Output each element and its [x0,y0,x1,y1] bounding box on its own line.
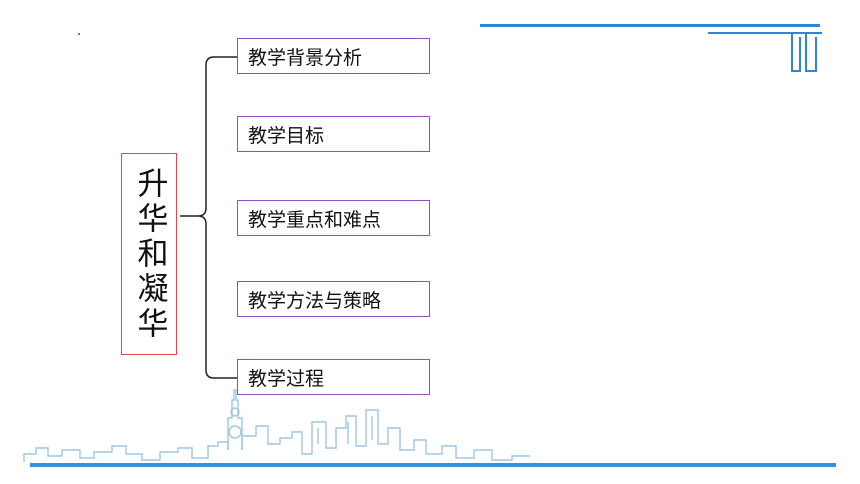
item-label: 教学方法与策略 [248,289,382,312]
central-node: 升华和凝华 [121,153,177,355]
header-accent-line [480,24,820,27]
decorative-dot [78,33,80,35]
item-methods-strategies: 教学方法与策略 [237,281,430,317]
brace-connector [180,56,238,379]
central-node-label: 升华和凝华 [131,166,168,342]
item-key-points: 教学重点和难点 [237,200,430,236]
item-teaching-process: 教学过程 [237,359,430,395]
item-teaching-background: 教学背景分析 [237,38,430,74]
item-label: 教学过程 [248,367,325,390]
corner-logo-icon [708,32,822,72]
footer-accent-line [30,463,836,467]
item-label: 教学重点和难点 [248,208,382,231]
item-teaching-goals: 教学目标 [237,116,430,152]
city-skyline-icon [23,389,530,462]
item-label: 教学目标 [248,124,325,147]
item-label: 教学背景分析 [248,46,363,69]
